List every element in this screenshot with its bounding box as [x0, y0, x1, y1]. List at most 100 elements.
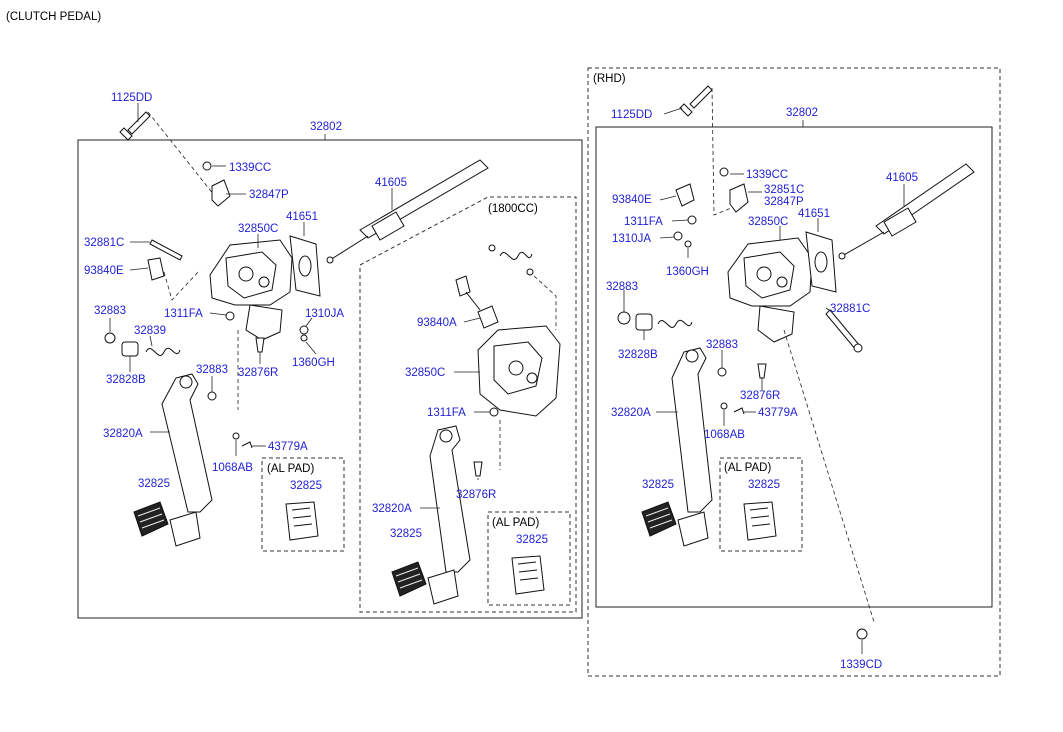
lhd-bush-32883-mid	[207, 391, 217, 401]
lhd-nut-1310ja	[299, 325, 309, 335]
lhd-frame-label[interactable]: 32802	[310, 121, 342, 133]
lhd-label-41605[interactable]: 41605	[375, 177, 407, 189]
lhd-label-32825[interactable]: 32825	[138, 478, 170, 490]
rhd-label-1339cc[interactable]: 1339CC	[746, 169, 788, 181]
lhd-label-93840e[interactable]: 93840E	[84, 265, 124, 277]
rhd-label-1339cd[interactable]: 1339CD	[840, 659, 882, 671]
cc1800-label-32825[interactable]: 32825	[390, 528, 422, 540]
rhd-label-32883-mid[interactable]: 32883	[706, 339, 738, 351]
cc1800-bracket-32850c	[477, 325, 561, 417]
rhd-label-32876r[interactable]: 32876R	[740, 390, 780, 402]
cc1800-pad-rubber-32825	[391, 561, 427, 597]
lhd-bracket-32850c	[209, 239, 293, 341]
lhd-bolt-1125dd	[119, 111, 151, 141]
rhd-label-1360gh[interactable]: 1360GH	[666, 266, 709, 278]
rhd-long-dash	[783, 329, 875, 623]
lhd-pad-block	[169, 511, 201, 547]
rhd-frame-label: (RHD)	[593, 73, 626, 85]
lhd-label-32850c[interactable]: 32850C	[238, 223, 278, 235]
rhd-bolt-1125dd	[679, 85, 713, 117]
lhd-switch-93840e	[147, 257, 165, 281]
rhd-bush-32828b	[635, 313, 653, 331]
lhd-switch-dash	[163, 269, 201, 301]
lhd-label-1310ja[interactable]: 1310JA	[305, 308, 344, 320]
cc1800-nut-1311fa	[489, 407, 499, 417]
rhd-label-32847p[interactable]: 32847P	[764, 196, 804, 208]
rhd-label-41651[interactable]: 41651	[798, 208, 830, 220]
lhd-stopper-1360gh	[300, 334, 308, 342]
cc1800-al-pad-frame	[487, 511, 571, 606]
rhd-label-1310ja[interactable]: 1310JA	[612, 233, 651, 245]
lhd-label-32881c[interactable]: 32881C	[84, 237, 124, 249]
lhd-label-32820a[interactable]: 32820A	[103, 428, 143, 440]
lhd-leader-32839	[149, 335, 153, 347]
cc1800-spring-top	[488, 244, 534, 276]
cc1800-leader-93840a	[463, 317, 481, 323]
rhd-label-1311fa[interactable]: 1311FA	[624, 216, 663, 228]
rhd-clip-43779a	[733, 407, 745, 415]
rhd-bush-32883-mid	[717, 367, 727, 377]
cc1800-switch-93840a	[455, 275, 499, 329]
rhd-label-32820a[interactable]: 32820A	[611, 407, 651, 419]
lhd-label-1311fa[interactable]: 1311FA	[164, 308, 203, 320]
lhd-label-41651[interactable]: 41651	[286, 211, 318, 223]
rhd-label-1068ab[interactable]: 1068AB	[704, 429, 745, 441]
rhd-label-32850c[interactable]: 32850C	[748, 216, 788, 228]
lhd-master-cylinder-41605	[326, 159, 489, 264]
lhd-label-32828b[interactable]: 32828B	[106, 374, 146, 386]
lhd-label-32883-mid[interactable]: 32883	[196, 364, 228, 376]
cc1800-pad-block	[427, 569, 459, 605]
rhd-label-43779a[interactable]: 43779A	[758, 407, 798, 419]
rhd-pad-al-32825	[743, 501, 777, 541]
lhd-bush-32883	[104, 332, 116, 344]
cc1800-pedal-arm-32820a	[429, 425, 471, 573]
lhd-leader-1360gh	[305, 341, 317, 355]
lhd-washer-1068ab	[232, 432, 240, 440]
lhd-label-32825-al[interactable]: 32825	[290, 480, 322, 492]
cc1800-stopper-32876r	[473, 461, 483, 477]
lhd-label-43779a[interactable]: 43779A	[268, 441, 308, 453]
cc1800-label-1311fa[interactable]: 1311FA	[427, 407, 466, 419]
rhd-label-1125dd[interactable]: 1125DD	[611, 109, 652, 121]
rhd-label-32825[interactable]: 32825	[642, 479, 674, 491]
rhd-label-93840e[interactable]: 93840E	[612, 194, 652, 206]
lhd-label-1125dd[interactable]: 1125DD	[111, 92, 152, 104]
rhd-label-32851c[interactable]: 32851C	[764, 184, 804, 196]
lhd-label-1339cc[interactable]: 1339CC	[229, 162, 271, 174]
rhd-assembly-label[interactable]: 32802	[786, 107, 818, 119]
lhd-label-32876r[interactable]: 32876R	[238, 367, 278, 379]
rhd-label-32883[interactable]: 32883	[606, 281, 638, 293]
cc1800-label-93840a[interactable]: 93840A	[417, 317, 457, 329]
rhd-label-32881c[interactable]: 32881C	[830, 303, 870, 315]
rhd-nut-1339cc	[719, 167, 729, 177]
rhd-label-32825-al[interactable]: 32825	[748, 479, 780, 491]
lhd-leader-93840e	[129, 267, 149, 271]
rhd-leader-1310ja	[659, 236, 675, 239]
rhd-leader-32881c	[825, 307, 833, 313]
rhd-stopper-1360gh	[684, 240, 692, 248]
rhd-label-32828b[interactable]: 32828B	[618, 349, 658, 361]
lhd-label-32883[interactable]: 32883	[94, 305, 126, 317]
rhd-gasket-41651	[805, 231, 837, 293]
lhd-label-32847p[interactable]: 32847P	[249, 189, 289, 201]
lhd-label-32839[interactable]: 32839	[134, 325, 166, 337]
lhd-label-1360gh[interactable]: 1360GH	[292, 357, 335, 369]
lhd-pad-rubber-32825	[133, 501, 169, 537]
lhd-bolt-dash	[147, 111, 223, 206]
lhd-clip-43779a	[241, 441, 253, 449]
lhd-leader-1310ja	[305, 317, 313, 327]
cc1800-al-pad-label: (AL PAD)	[492, 517, 539, 529]
lhd-label-1068ab[interactable]: 1068AB	[212, 462, 253, 474]
diagram-title: (CLUTCH PEDAL)	[6, 11, 101, 23]
rhd-leader-1125dd	[663, 107, 683, 115]
cc1800-label-32850c[interactable]: 32850C	[405, 367, 445, 379]
lhd-pin-32881c	[149, 239, 183, 261]
rhd-pad-block	[677, 511, 709, 547]
rhd-al-pad-frame	[719, 457, 803, 552]
cc1800-label-32820a[interactable]: 32820A	[372, 503, 412, 515]
rhd-label-41605[interactable]: 41605	[886, 172, 918, 184]
lhd-bracket-32847p	[211, 179, 231, 207]
rhd-leader-1311fa	[671, 219, 689, 222]
cc1800-label-32825-al[interactable]: 32825	[516, 534, 548, 546]
cc1800-label-32876r[interactable]: 32876R	[456, 489, 496, 501]
